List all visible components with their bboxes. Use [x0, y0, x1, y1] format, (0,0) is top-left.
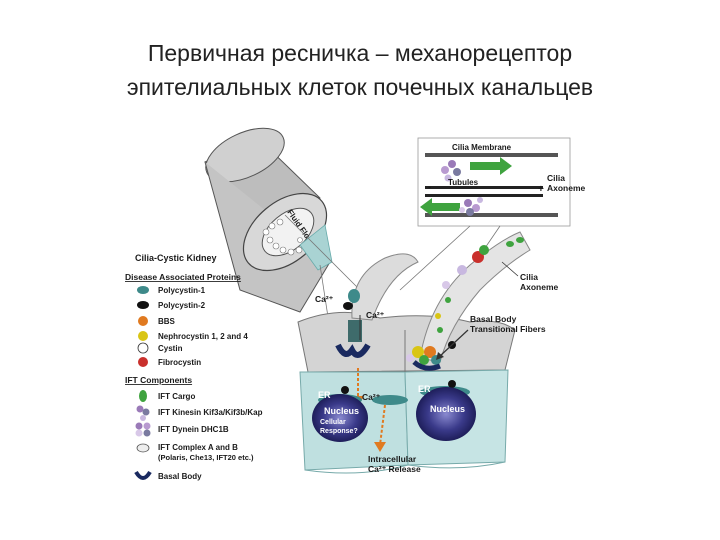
title-line-2: эпителиальных клеток почечных канальцев	[126, 74, 594, 100]
intracellular-line2: Ca²⁺ Release	[368, 464, 421, 474]
legend-item: IFT Dynein DHC1B	[158, 425, 229, 434]
ift-header: IFT Components	[125, 375, 192, 385]
axoneme-pointer	[501, 261, 519, 277]
legend: Cilia-Cystic Kidney Disease Associated P…	[125, 253, 263, 481]
polycystin2-er-right	[448, 380, 456, 388]
nucleus-left-label: Nucleus	[324, 406, 359, 416]
nucleus-right	[416, 387, 476, 441]
retrograde-arrow	[420, 198, 460, 216]
tubule-cylinder	[204, 127, 331, 313]
legend-item: Nephrocystin 1, 2 and 4	[158, 332, 248, 341]
legend-item: (Polaris, Che13, IFT20 etc.)	[158, 453, 254, 462]
legend-item: Basal Body	[158, 472, 202, 481]
cilia-axoneme-line2: Axoneme	[520, 282, 559, 292]
legend-item: Cystin	[158, 344, 183, 353]
ca-er-label: Ca²⁺	[362, 392, 381, 402]
slide-title: Первичная ресничка – механорецептор эпит…	[0, 36, 720, 104]
nucleus-left	[312, 394, 368, 442]
dynein-motor-icon	[459, 197, 483, 216]
basal-body-pointer	[439, 329, 469, 357]
minus-end-label: -	[428, 182, 431, 193]
ca-release-arrow	[379, 404, 386, 446]
cilia-axoneme-line1: Cilia	[520, 272, 538, 282]
inset-cilia-axoneme-line1: Cilia	[547, 173, 565, 183]
basal-body-line1: Basal Body	[470, 314, 517, 324]
inset-cilia-axoneme-line2: Axoneme	[547, 183, 586, 193]
ift-kinesin-icon	[136, 405, 150, 421]
bbs-icon	[138, 316, 148, 326]
legend-item: IFT Kinesin Kif3a/Kif3b/Kap	[158, 408, 263, 417]
ca-mid-label: Ca²⁺	[366, 310, 385, 320]
cellular-response-line2: Response?	[320, 428, 358, 435]
plus-end-label: +	[538, 184, 544, 195]
anterograde-arrow	[470, 157, 512, 175]
tubules-label: Tubules	[448, 178, 479, 187]
er-left-label: ER	[318, 390, 331, 400]
left-cilium	[351, 253, 419, 321]
ca-top-label: Ca²⁺	[315, 294, 334, 304]
basal-body-pointer-head	[436, 352, 444, 360]
basal-body-right	[412, 360, 441, 371]
legend-item: BBS	[158, 317, 176, 326]
legend-header-2: Disease Associated Proteins	[125, 272, 241, 282]
epithelial-cells	[297, 311, 516, 474]
ca-release-arrow-head	[374, 442, 386, 452]
ift-complex-icon	[136, 443, 150, 453]
cellular-response-line1: Cellular	[320, 419, 346, 426]
cilia-membrane-label: Cilia Membrane	[452, 143, 512, 152]
basal-body-icon	[134, 470, 152, 480]
polycystin2-er-left	[341, 386, 349, 394]
nucleus-right-label: Nucleus	[430, 404, 465, 414]
inset-box	[417, 137, 571, 227]
legend-item: IFT Complex A and B	[158, 443, 238, 452]
kinesin-motor-icon	[441, 160, 461, 182]
nephrocystin-icon	[138, 331, 148, 341]
cystin-icon	[137, 342, 149, 354]
zoom-line	[284, 214, 366, 296]
polycystin2-icon	[137, 301, 149, 309]
fibrocystin-icon	[138, 357, 148, 367]
polycystin1-icon	[137, 286, 149, 294]
legend-item: Polycystin-1	[158, 286, 206, 295]
legend-item: Polycystin-2	[158, 301, 206, 310]
basal-body-line2: Transitional Fibers	[470, 324, 546, 334]
er-middle	[372, 395, 408, 405]
cilia-proteins	[406, 237, 524, 365]
legend-header-1: Cilia-Cystic Kidney	[135, 253, 217, 263]
zoom-line	[399, 225, 471, 291]
polycystin-complex	[335, 289, 371, 358]
right-cilium	[419, 231, 531, 363]
title-line-1: Первичная ресничка – механорецептор	[147, 40, 573, 66]
ift-dynein-icon	[135, 422, 151, 437]
intracellular-line1: Intracellular	[368, 454, 417, 464]
legend-item: Fibrocystin	[158, 358, 201, 367]
ift-cargo-icon	[139, 390, 147, 402]
legend-item: IFT Cargo	[158, 392, 195, 401]
er-right-label: ER	[418, 384, 431, 394]
